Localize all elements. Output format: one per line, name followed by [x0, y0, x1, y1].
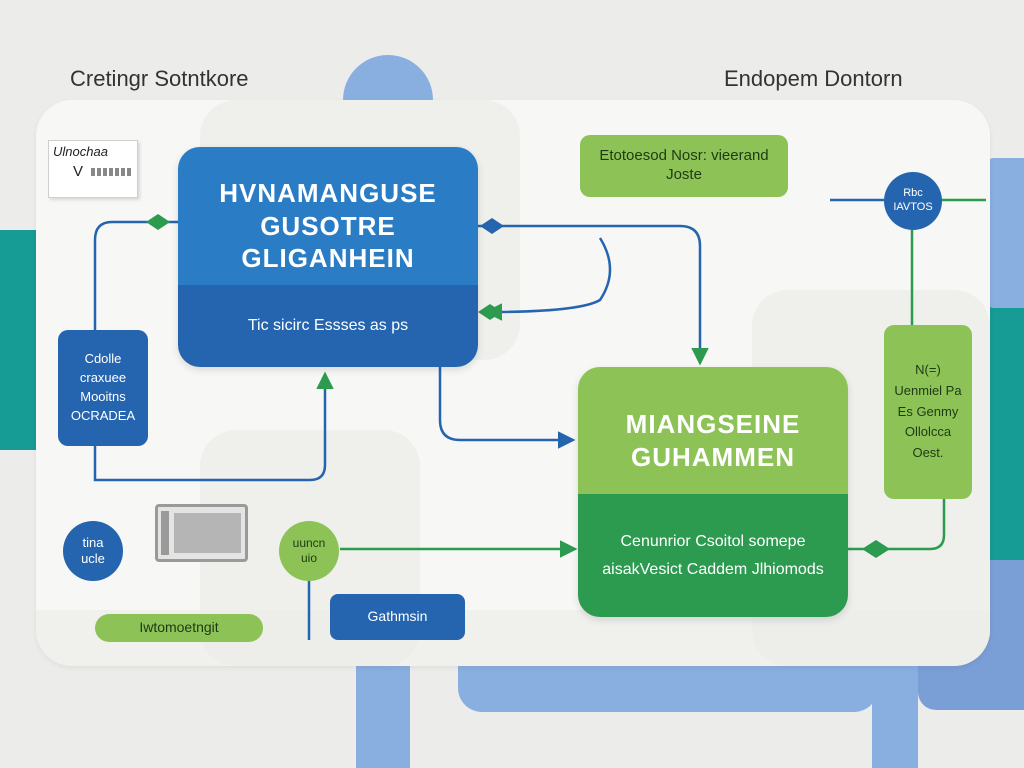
- top-green-pill[interactable]: Etotoesod Nosr: vieerand Joste: [580, 135, 788, 197]
- diamond-blue-right-mid: [478, 304, 502, 320]
- bottom-blue-button[interactable]: Gathmsin: [330, 594, 465, 640]
- left-blue-circle[interactable]: tina ucle: [63, 521, 123, 581]
- sticky-note-line1: Ulnochaa: [53, 144, 108, 159]
- green-process-box[interactable]: MIANGSEINE GUHAMMEN Cenunrior Csoitol so…: [578, 367, 848, 617]
- bg-teal-band-right: [986, 292, 1024, 560]
- sticky-note-line2: V: [53, 163, 133, 180]
- diamond-blue-right-top: [480, 218, 504, 234]
- green-process-box-title: MIANGSEINE GUHAMMEN: [578, 367, 848, 514]
- bottom-green-pill[interactable]: Iwtomoetngit: [95, 614, 263, 642]
- blue-process-box[interactable]: HVNAMANGUSE GUSOTRE GLIGANHEIN Tic sicir…: [178, 147, 478, 367]
- connector-left-loop: [93, 220, 334, 482]
- green-process-box-body: Cenunrior Csoitol somepe aisakVesict Cad…: [578, 494, 848, 617]
- connector-green-to-right-card: [848, 498, 946, 551]
- left-blue-card[interactable]: Cdolle craxuee Mooitns OCRADEA: [58, 330, 148, 446]
- top-right-circle[interactable]: Rbc IAVTOS: [884, 172, 942, 230]
- blue-process-box-subtitle: Tic sicirc Essses as ps: [178, 285, 478, 367]
- connector-blue-down-to-green: [438, 367, 576, 449]
- heading-right: Endopem Dontorn: [724, 66, 903, 91]
- heading-left: Cretingr Sotntkore: [70, 66, 249, 91]
- middle-green-circle[interactable]: uuncn uio: [279, 521, 339, 581]
- connector-return-loop: [484, 237, 612, 321]
- blue-process-box-title: HVNAMANGUSE GUSOTRE GLIGANHEIN: [178, 147, 478, 305]
- sticky-note: Ulnochaa V: [48, 140, 138, 198]
- sticky-note-scribble: [90, 168, 131, 176]
- monitor-icon: [155, 504, 248, 562]
- right-green-card[interactable]: N(=) Uenmiel Pa Es Genmy Ollolcca Oest.: [884, 325, 972, 499]
- connector-blue-to-green: [478, 224, 709, 366]
- diamond-blue-left: [146, 214, 170, 230]
- bg-periwinkle-right-block: [986, 158, 1024, 308]
- bg-teal-band-left: [0, 230, 40, 450]
- diamond-green-right: [862, 540, 890, 558]
